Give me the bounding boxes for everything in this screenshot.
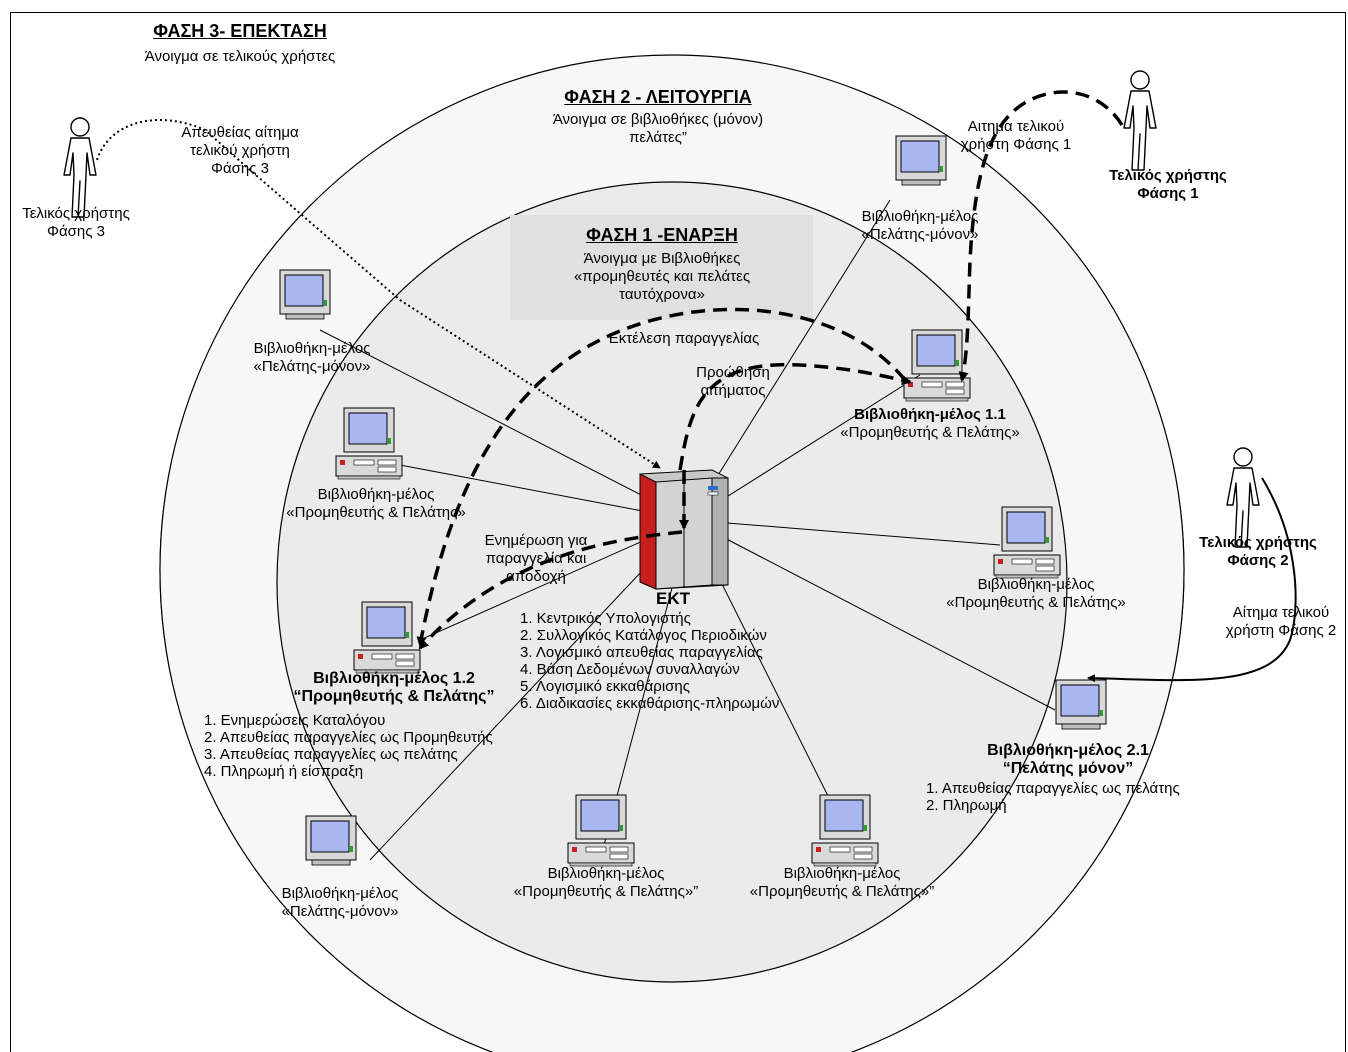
forward-request-arrow [678, 362, 912, 471]
library-left-client-label: Βιβλιοθήκη-μέλος«Πελάτης-μόνον» [253, 340, 371, 375]
computer-icon [305, 815, 357, 866]
phase1-title: ΦΑΣΗ 1 -ΕΝΑΡΞΗ [586, 225, 738, 245]
computer-icon [895, 135, 947, 186]
computer-icon [353, 601, 421, 674]
library-1-2-label: Βιβλιοθήκη-μέλος 1.2“Προμηθευτής & Πελάτ… [293, 670, 495, 705]
library-bottom-left-client-label: Βιβλιοθήκη-μέλος«Πελάτης-μόνον» [281, 885, 399, 920]
phase2-request-arrow [1087, 477, 1297, 683]
end-user-phase3-icon [63, 117, 97, 218]
execute-order-arrow [416, 307, 907, 647]
computer-icon [335, 407, 403, 480]
ekt-server-icon [639, 469, 729, 590]
library-right-supplier-label: Βιβλιοθήκη-μέλος«Προμηθευτής & Πελάτης» [946, 576, 1126, 611]
library-bottom-mid-label: Βιβλιοθήκη-μέλος«Προμηθευτής & Πελάτης»” [513, 865, 699, 900]
library-2-1-label: Βιβλιοθήκη-μέλος 2.1“Πελάτης μόνον” [987, 742, 1149, 777]
library-top-right-client-label: Βιβλιοθήκη-μέλος«Πελάτης-μόνον» [861, 208, 979, 243]
phase3-subtitle: Άνοιγμα σε τελικούς χρήστες [144, 48, 336, 65]
computer-icon [567, 794, 635, 867]
computer-icon [1055, 679, 1107, 730]
end-user-phase2-icon [1226, 447, 1260, 548]
phase2-subtitle: Άνοιγμα σε βιβλιοθήκες (μόνον)πελάτες” [552, 111, 764, 146]
execute-order-label: Εκτέλεση παραγγελίας [608, 330, 760, 347]
notify-arrow [418, 530, 683, 650]
library-1-1-label: Βιβλιοθήκη-μέλος 1.1«Προμηθευτής & Πελάτ… [840, 406, 1020, 441]
phase3-title: ΦΑΣΗ 3- ΕΠΕΚΤΑΣΗ [153, 21, 327, 41]
computer-icon [993, 506, 1061, 579]
library-left-supplier-label: Βιβλιοθήκη-μέλος«Προμηθευτής & Πελάτης» [286, 486, 466, 521]
computer-icon [903, 329, 971, 402]
phase1-subtitle: Άνοιγμα με Βιβλιοθήκες«προμηθευτές και π… [573, 250, 751, 303]
computer-icon [279, 269, 331, 320]
end-user-phase1-icon [1123, 70, 1157, 171]
computer-icon [811, 794, 879, 867]
phase1-title-box [510, 215, 813, 320]
ekt-title: ΕΚΤ [656, 589, 690, 608]
phase2-title: ΦΑΣΗ 2 - ΛΕΙΤΟΥΡΓΙΑ [564, 87, 752, 107]
phase3-request-arrow [96, 119, 661, 469]
library-bottom-right-label: Βιβλιοθήκη-μέλος«Προμηθευτής & Πελάτης»” [749, 865, 935, 900]
diagram-frame [10, 12, 1346, 1052]
